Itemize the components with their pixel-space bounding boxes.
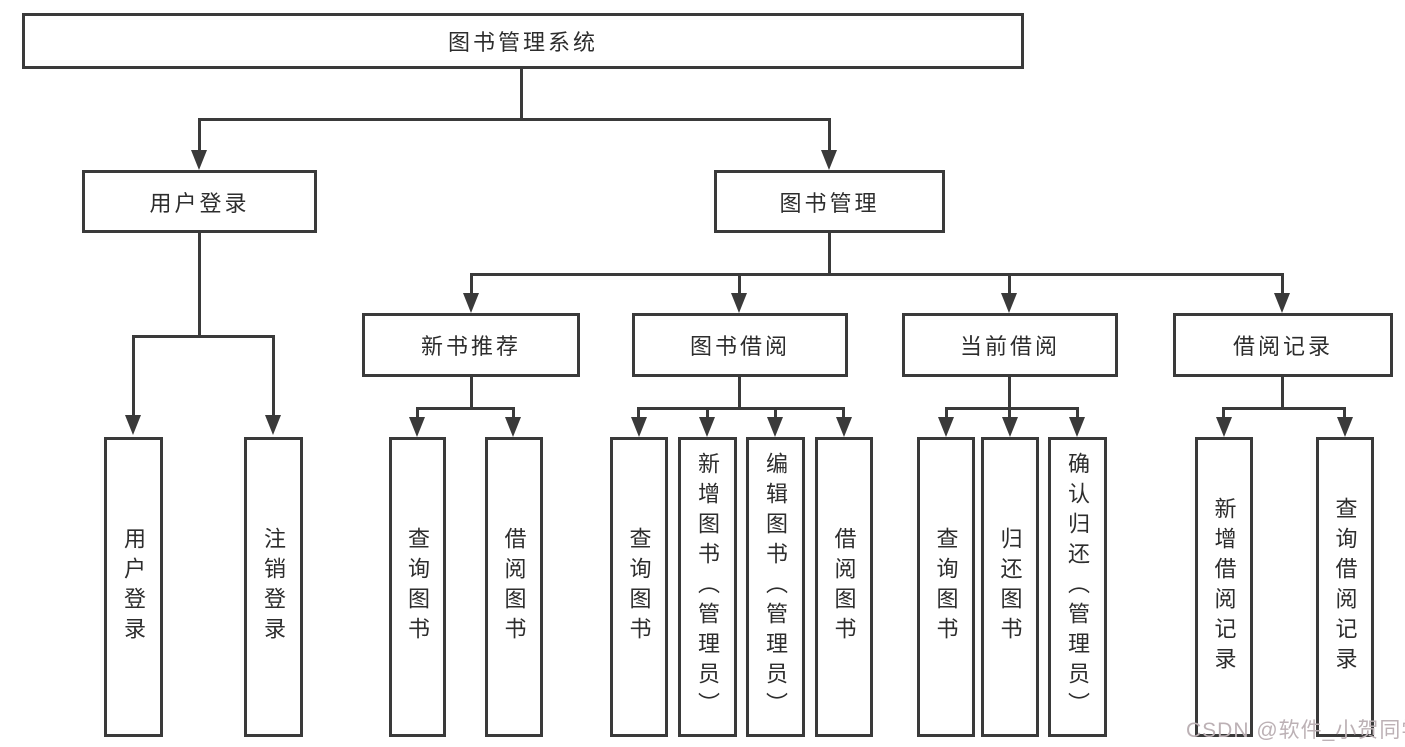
arrow-down-icon <box>1274 293 1290 313</box>
node-user-login-label: 用户登录 <box>149 190 250 216</box>
leaf-query-borrow-record-label: 查询借阅记录 <box>1332 497 1358 677</box>
csdn-watermark: CSDN @软件_小贺同学 <box>1186 719 1405 742</box>
arrow-down-icon <box>1337 417 1353 437</box>
connector-drop-book-management <box>828 118 831 152</box>
connector-drop-leaf <box>1008 407 1011 417</box>
connector-new-book-recommendation-branch <box>416 407 515 410</box>
node-current-borrowing: 当前借阅 <box>902 313 1118 377</box>
connector-drop-current-borrowing <box>1008 273 1011 293</box>
arrow-down-icon <box>767 417 783 437</box>
node-user-login: 用户登录 <box>82 170 317 233</box>
connector-drop-leaf <box>1222 407 1225 417</box>
connector-level3-branch <box>470 273 1283 276</box>
arrow-down-icon <box>125 415 141 435</box>
leaf-confirm-return-admin-label: 确认归还（管理员） <box>1065 452 1091 722</box>
leaf-query-borrow-record: 查询借阅记录 <box>1316 437 1374 737</box>
connector-drop-user-login <box>198 118 201 152</box>
connector-book-management-stem <box>828 233 831 273</box>
node-current-borrowing-label: 当前借阅 <box>959 334 1060 359</box>
arrow-down-icon <box>1216 417 1232 437</box>
leaf-query-books-borrow-label: 查询图书 <box>626 527 652 647</box>
leaf-return-book: 归还图书 <box>981 437 1039 737</box>
leaf-edit-book-admin: 编辑图书（管理员） <box>746 437 805 737</box>
arrow-down-icon <box>1069 417 1085 437</box>
leaf-add-borrow-record: 新增借阅记录 <box>1195 437 1253 737</box>
leaf-borrow-books-borrow-label: 借阅图书 <box>831 527 857 647</box>
arrow-down-icon <box>505 417 521 437</box>
connector-borrowing-records-stem <box>1281 377 1284 407</box>
connector-drop-new-book-recommendation <box>470 273 473 293</box>
node-book-management-label: 图书管理 <box>779 190 880 216</box>
arrow-down-icon <box>938 417 954 437</box>
connector-drop-leaf <box>706 407 709 417</box>
leaf-borrow-books-recommend-label: 借阅图书 <box>501 527 527 647</box>
arrow-down-icon <box>265 415 281 435</box>
connector-drop-leaf-login <box>132 335 135 415</box>
connector-user-login-branch <box>132 335 275 338</box>
arrow-down-icon <box>731 293 747 313</box>
arrow-down-icon <box>699 417 715 437</box>
connector-drop-book-borrowing <box>738 273 741 293</box>
arrow-down-icon <box>1001 293 1017 313</box>
arrow-down-icon <box>631 417 647 437</box>
connector-drop-leaf <box>512 407 515 417</box>
node-book-management: 图书管理 <box>714 170 945 233</box>
connector-book-borrowing-stem <box>738 377 741 407</box>
leaf-logout: 注销登录 <box>244 437 303 737</box>
leaf-query-books-current: 查询图书 <box>917 437 975 737</box>
leaf-query-books-borrow: 查询图书 <box>610 437 668 737</box>
arrow-down-icon <box>836 417 852 437</box>
leaf-edit-book-admin-label: 编辑图书（管理员） <box>763 452 789 722</box>
arrow-down-icon <box>409 417 425 437</box>
node-borrowing-records-label: 借阅记录 <box>1232 334 1333 359</box>
leaf-query-books-recommend: 查询图书 <box>389 437 446 737</box>
arrow-down-icon <box>821 150 837 170</box>
connector-new-book-recommendation-stem <box>470 377 473 407</box>
connector-user-login-stem <box>198 233 201 335</box>
leaf-user-login-label: 用户登录 <box>121 527 147 647</box>
connector-drop-leaf <box>774 407 777 417</box>
connector-drop-leaf <box>637 407 640 417</box>
connector-current-borrowing-stem <box>1008 377 1011 407</box>
leaf-add-borrow-record-label: 新增借阅记录 <box>1211 497 1237 677</box>
connector-drop-leaf <box>1076 407 1079 417</box>
leaf-user-login: 用户登录 <box>104 437 163 737</box>
leaf-borrow-books-borrow: 借阅图书 <box>815 437 873 737</box>
connector-drop-leaf-logout <box>272 335 275 415</box>
node-new-book-recommendation: 新书推荐 <box>362 313 580 377</box>
leaf-logout-label: 注销登录 <box>261 527 287 647</box>
arrow-down-icon <box>1002 417 1018 437</box>
leaf-add-book-admin-label: 新增图书（管理员） <box>695 452 721 722</box>
connector-drop-borrowing-records <box>1281 273 1284 293</box>
connector-drop-leaf <box>842 407 845 417</box>
connector-drop-leaf <box>1343 407 1346 417</box>
leaf-query-books-recommend-label: 查询图书 <box>405 527 431 647</box>
node-new-book-recommendation-label: 新书推荐 <box>420 334 521 359</box>
connector-borrowing-records-branch <box>1223 407 1346 410</box>
node-book-borrowing-label: 图书借阅 <box>689 334 790 359</box>
arrow-down-icon <box>191 150 207 170</box>
leaf-confirm-return-admin: 确认归还（管理员） <box>1048 437 1107 737</box>
connector-root-stem <box>520 69 523 118</box>
leaf-borrow-books-recommend: 借阅图书 <box>485 437 543 737</box>
node-borrowing-records: 借阅记录 <box>1173 313 1393 377</box>
node-library-management-system-label: 图书管理系统 <box>447 30 598 55</box>
connector-level2-branch <box>198 118 831 121</box>
connector-drop-leaf <box>416 407 419 417</box>
connector-current-borrowing-branch <box>945 407 1078 410</box>
connector-drop-leaf <box>945 407 948 417</box>
connector-book-borrowing-branch <box>638 407 845 410</box>
node-library-management-system: 图书管理系统 <box>22 13 1024 69</box>
leaf-query-books-current-label: 查询图书 <box>933 527 959 647</box>
leaf-add-book-admin: 新增图书（管理员） <box>678 437 737 737</box>
leaf-return-book-label: 归还图书 <box>997 527 1023 647</box>
arrow-down-icon <box>463 293 479 313</box>
node-book-borrowing: 图书借阅 <box>632 313 848 377</box>
